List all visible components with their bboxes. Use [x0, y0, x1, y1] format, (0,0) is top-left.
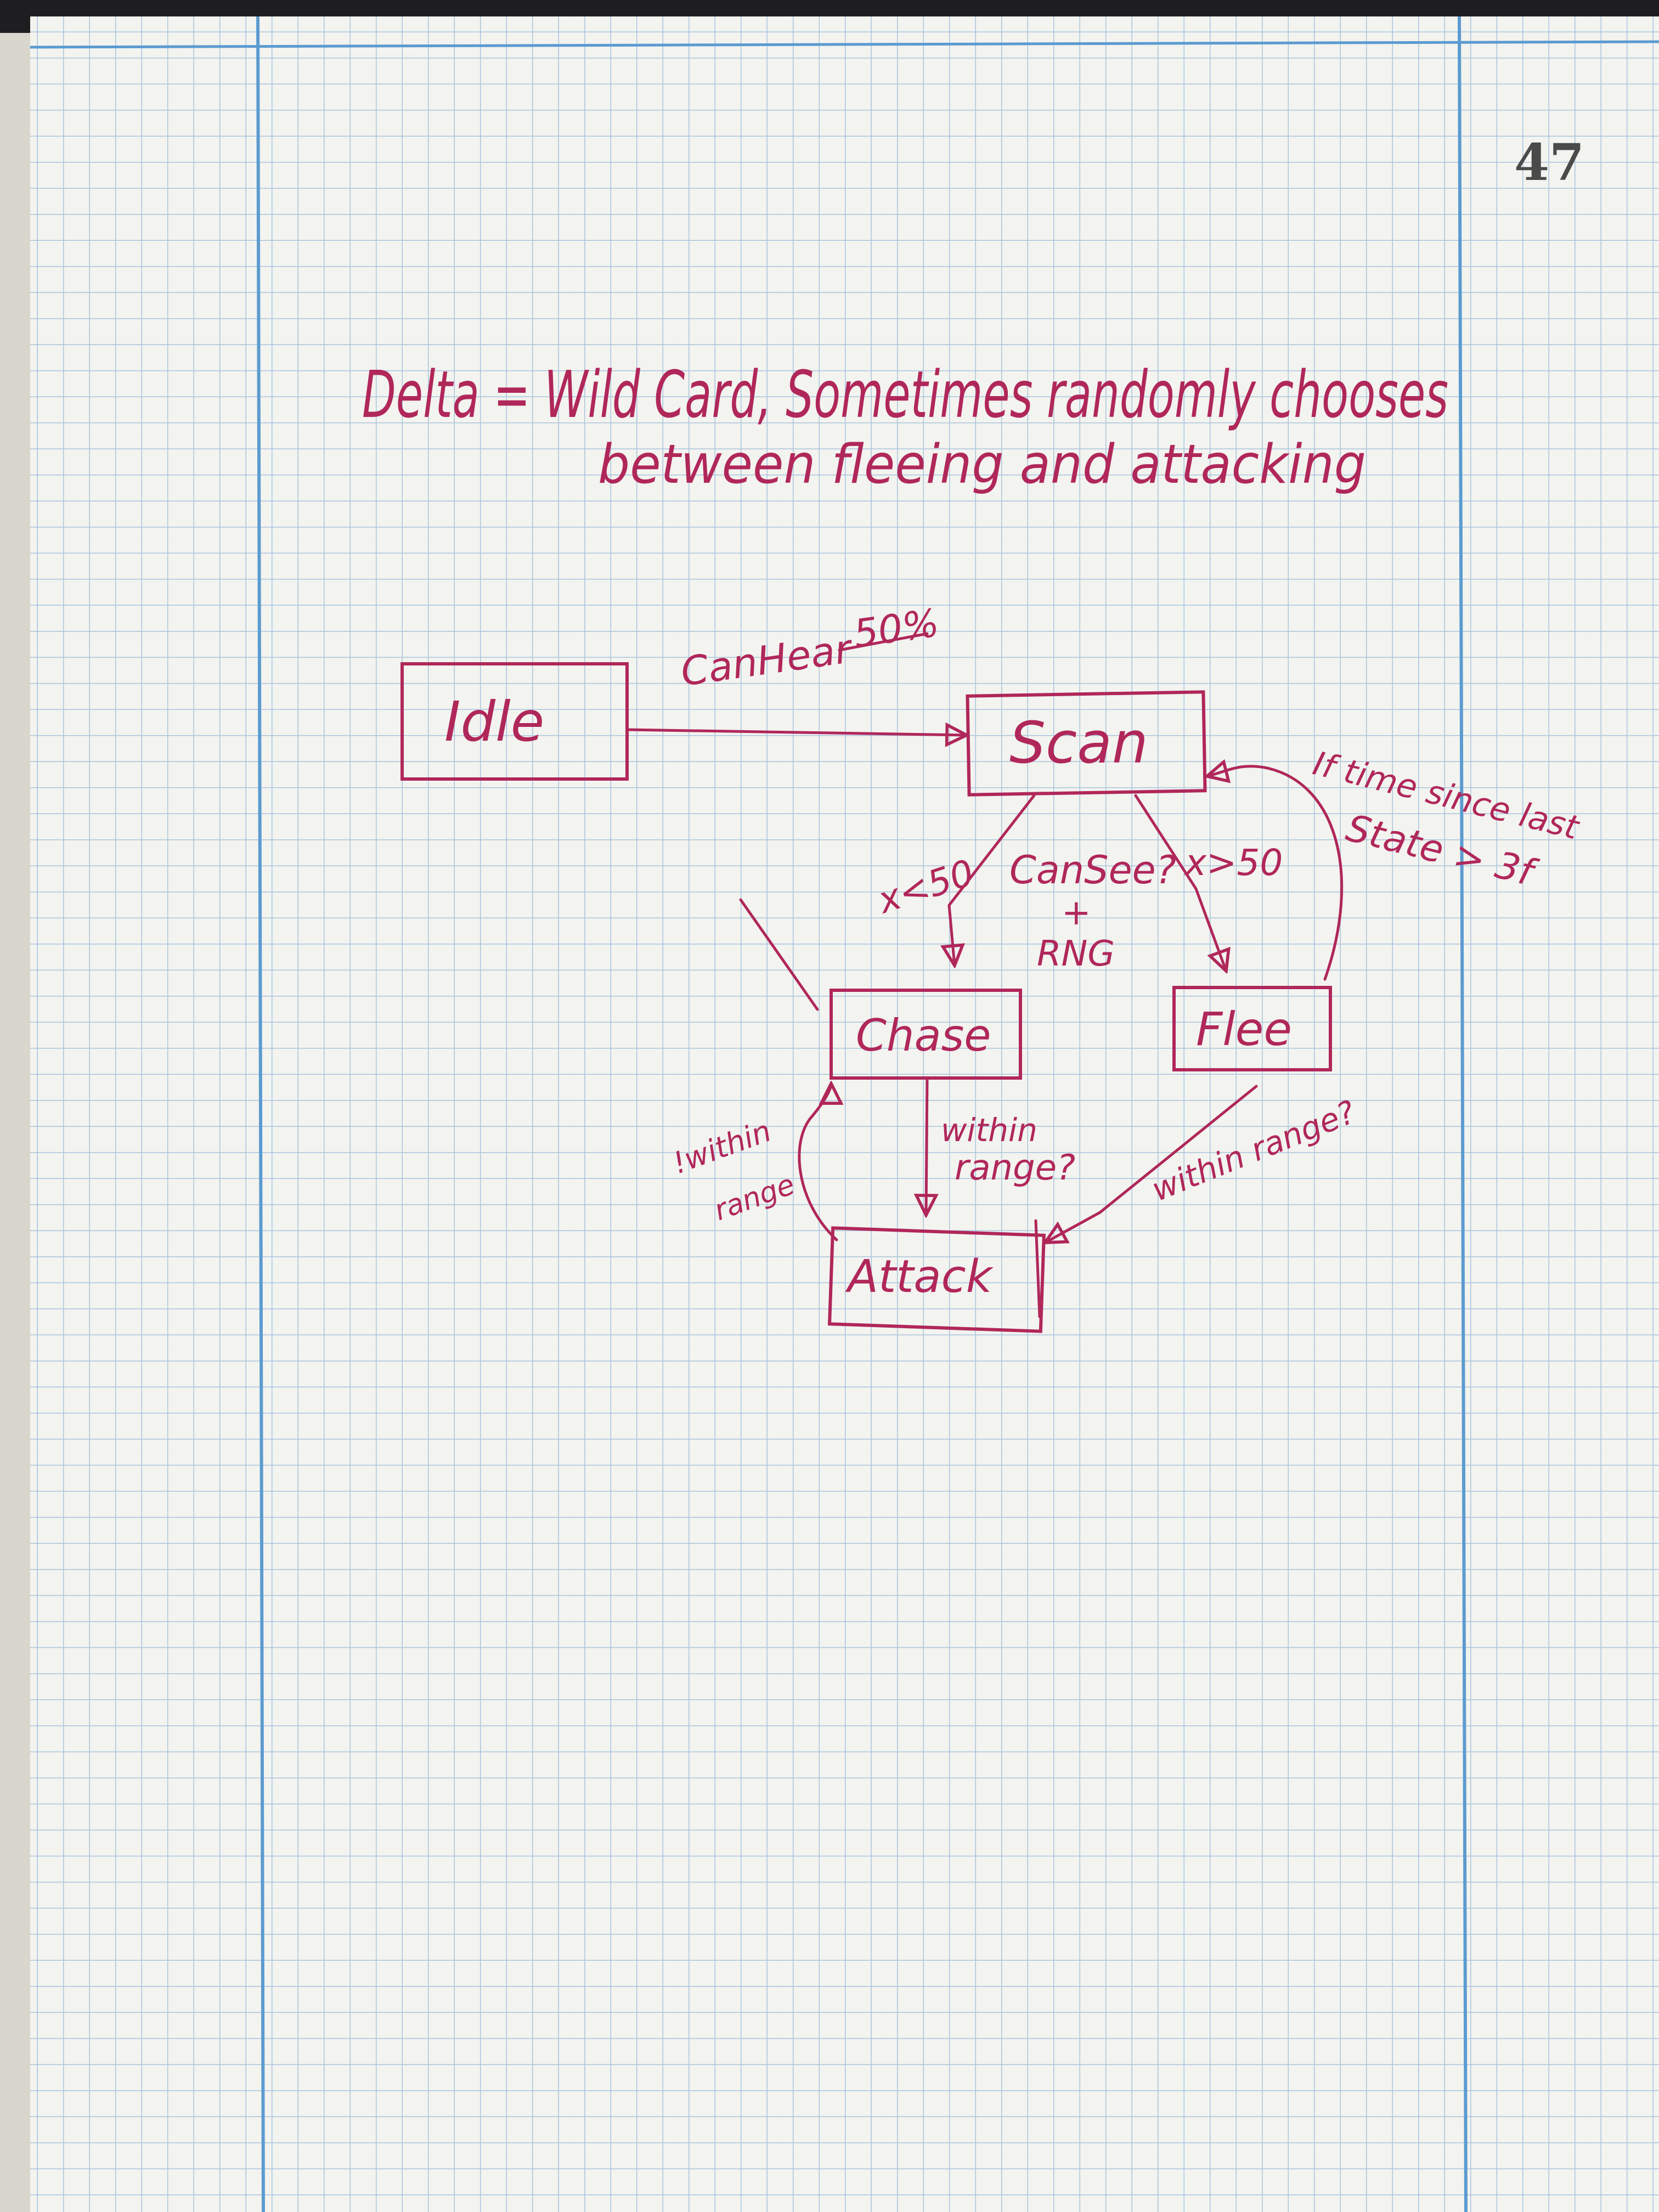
margin-line-top [30, 40, 1659, 49]
label-rng: RNG [1037, 934, 1115, 974]
state-scan-label: Scan [1009, 709, 1148, 776]
state-chase-label: Chase [856, 1010, 991, 1061]
arrow-attack-to-chase [798, 1084, 837, 1242]
arrow-flee-to-scan [1207, 766, 1344, 981]
state-flee-label: Flee [1196, 1002, 1292, 1056]
margin-line-left [256, 16, 265, 2212]
arrow-chase-to-attack [926, 1076, 927, 1215]
arrow-flee-to-attack [1045, 1085, 1258, 1243]
page-number: 47 [1514, 133, 1584, 192]
arrow-idle-to-scan [625, 730, 967, 735]
arrow-scan-to-chase [949, 794, 1036, 966]
state-idle-label: Idle [444, 690, 544, 754]
label-within-range-1: within [941, 1111, 1037, 1149]
state-flee: Flee [1172, 986, 1332, 1071]
label-cansee-plus: + [1062, 893, 1091, 933]
label-x-gt-50: x>50 [1184, 842, 1283, 884]
strikethrough-mark [838, 632, 929, 652]
grid-lines [30, 16, 1659, 2212]
arrow-scan-to-flee [1134, 794, 1226, 971]
state-attack-label: Attack [845, 1251, 994, 1303]
stray-stroke [739, 898, 819, 1011]
margin-line-right [1458, 16, 1468, 2212]
attack-side-mark [1034, 1219, 1041, 1318]
title-line-2: between fleeing and attacking [598, 433, 1366, 496]
label-cansee: CanSee? [1009, 848, 1176, 893]
state-idle: Idle [400, 662, 629, 781]
title-line-1: Delta = Wild Card, Sometimes randomly ch… [362, 357, 1448, 432]
label-within-range-2: range? [955, 1148, 1075, 1188]
state-attack: Attack [827, 1226, 1046, 1333]
